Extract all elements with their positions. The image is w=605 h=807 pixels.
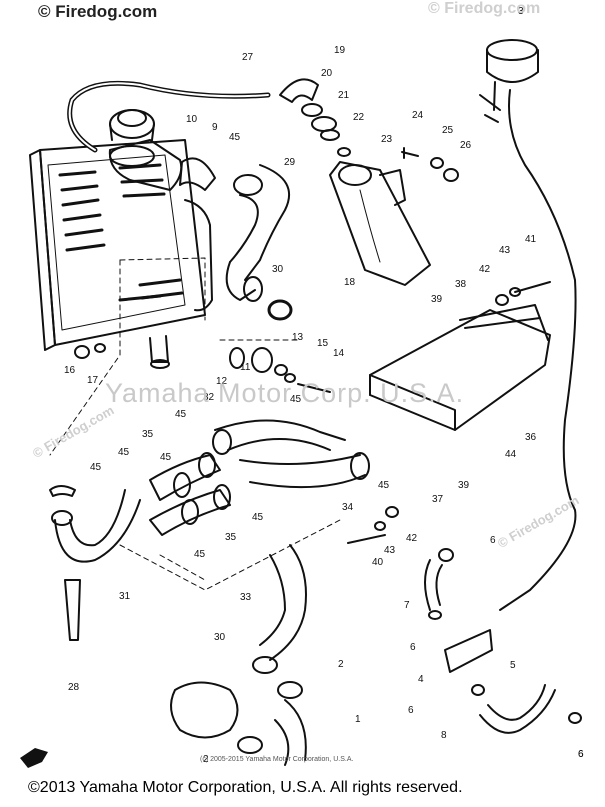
- callout-6: 6: [490, 535, 496, 546]
- callout-15: 15: [317, 338, 329, 349]
- callout-40: 40: [372, 557, 384, 568]
- callout-3: 3: [518, 6, 524, 17]
- callout-39: 39: [458, 480, 470, 491]
- callout-27: 27: [242, 52, 254, 63]
- callout-6: 6: [578, 749, 584, 760]
- callout-25: 25: [442, 125, 454, 136]
- callout-10: 10: [186, 114, 198, 125]
- hose-31: [54, 489, 141, 563]
- breather-assembly: [424, 548, 582, 734]
- callout-20: 20: [321, 68, 333, 79]
- callout-30: 30: [214, 632, 226, 643]
- callout-29: 29: [284, 157, 296, 168]
- callout-18: 18: [344, 277, 356, 288]
- callout-43: 43: [384, 545, 396, 556]
- callout-6: 6: [408, 705, 414, 716]
- callout-35: 35: [225, 532, 237, 543]
- callout-6: 6: [410, 642, 416, 653]
- watermark-center: Yamaha Motor Corp. U.S.A.: [105, 378, 465, 408]
- callout-44: 44: [505, 449, 517, 460]
- callout-8: 8: [441, 730, 447, 741]
- callout-45: 45: [290, 394, 302, 405]
- callout-37: 37: [432, 494, 444, 505]
- callout-19: 19: [334, 45, 346, 56]
- callout-2: 2: [338, 659, 344, 670]
- callout-11: 11: [240, 362, 251, 373]
- callout-45: 45: [229, 132, 241, 143]
- callout-2: 2: [203, 754, 209, 765]
- callout-35: 35: [142, 429, 154, 440]
- small-copyright: (c) 2005-2015 Yamaha Motor Corporation, …: [200, 756, 354, 763]
- hose-33: [252, 544, 307, 674]
- callout-7: 7: [404, 600, 410, 611]
- callout-5: 5: [510, 660, 516, 671]
- callout-21: 21: [338, 90, 350, 101]
- callout-31: 31: [119, 591, 131, 602]
- pipe-section: [149, 452, 231, 536]
- callout-6: 6: [578, 749, 584, 760]
- callout-14: 14: [333, 348, 345, 359]
- callout-45: 45: [90, 462, 102, 473]
- callout-38: 38: [455, 279, 467, 290]
- callout-43: 43: [499, 245, 511, 256]
- callout-9: 9: [212, 122, 218, 133]
- callout-45: 45: [175, 409, 187, 420]
- long-hose: [499, 89, 577, 611]
- callout-16: 16: [64, 365, 76, 376]
- callout-32: 32: [203, 392, 215, 403]
- callout-36: 36: [525, 432, 537, 443]
- callout-42: 42: [406, 533, 418, 544]
- footer-copyright: ©2013 Yamaha Motor Corporation, U.S.A. A…: [28, 779, 463, 796]
- callout-17: 17: [87, 375, 99, 386]
- reservoir-tank: [329, 161, 431, 286]
- water-pump: [170, 681, 239, 739]
- callout-45: 45: [160, 452, 172, 463]
- callout-45: 45: [194, 549, 206, 560]
- callout-41: 41: [525, 234, 537, 245]
- callout-45: 45: [378, 480, 390, 491]
- watermark-top-left: © Firedog.com: [38, 2, 158, 21]
- callout-45: 45: [252, 512, 264, 523]
- callout-22: 22: [353, 112, 365, 123]
- recovery-cap: [479, 39, 539, 123]
- strap: [64, 579, 81, 641]
- callout-34: 34: [342, 502, 354, 513]
- radiator: [29, 139, 213, 369]
- front-arrow-icon: [20, 748, 48, 768]
- callout-1: 1: [355, 714, 361, 725]
- callout-numbers: 1223456666678910111213141516171819202122…: [64, 6, 584, 765]
- callout-39: 39: [431, 294, 443, 305]
- callout-12: 12: [216, 376, 228, 387]
- callout-4: 4: [418, 674, 424, 685]
- filler-neck: [108, 109, 183, 191]
- callout-42: 42: [479, 264, 491, 275]
- callout-45: 45: [118, 447, 130, 458]
- callout-13: 13: [292, 332, 304, 343]
- control-unit: [369, 304, 551, 431]
- callout-30: 30: [272, 264, 284, 275]
- watermark-top-right: © Firedog.com: [428, 0, 541, 17]
- callout-28: 28: [68, 682, 80, 693]
- callout-33: 33: [240, 592, 252, 603]
- hose-29: [225, 164, 290, 302]
- hose-34: [212, 419, 370, 489]
- callout-23: 23: [381, 134, 393, 145]
- callout-26: 26: [460, 140, 472, 151]
- callout-24: 24: [412, 110, 424, 121]
